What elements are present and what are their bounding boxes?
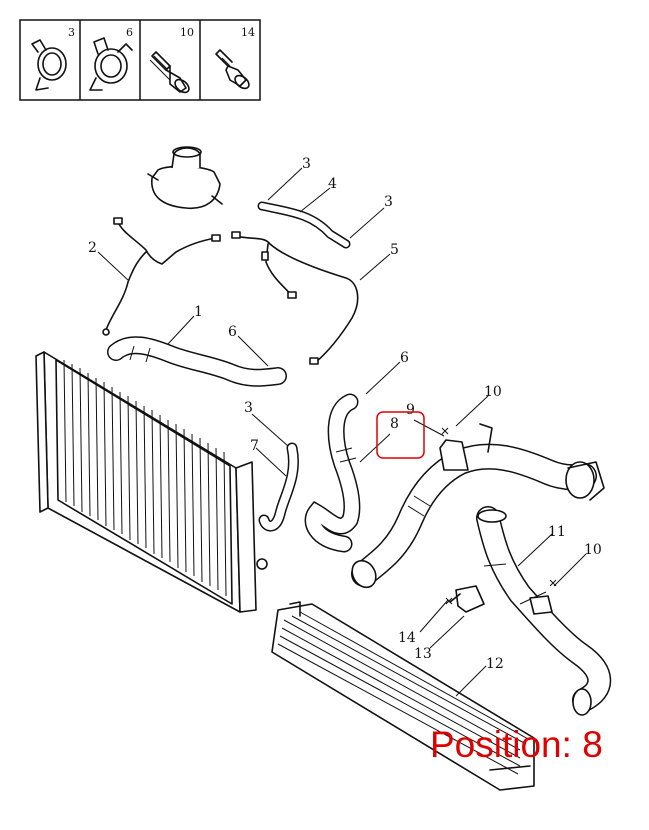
callout-12: 12: [486, 656, 504, 672]
hose-1: [107, 336, 287, 387]
stud-bolt-icon: [215, 49, 250, 90]
wiring-harness-2: [102, 217, 221, 336]
callout-2: 2: [88, 240, 97, 256]
callout-9: 9: [406, 402, 415, 418]
legend-boxes: 3 6 10 14: [19, 19, 261, 101]
position-highlight-box: [376, 411, 425, 459]
callout-14: 14: [398, 630, 416, 646]
position-caption: Position: 8: [430, 724, 603, 765]
hose-8: [304, 393, 361, 553]
callout-3: 3: [302, 156, 311, 172]
callout-3: 3: [244, 400, 253, 416]
intercooler-12: [271, 601, 535, 791]
callout-1: 1: [194, 304, 203, 320]
wiring-harness-5: [231, 231, 359, 365]
callout-numbers: 3 4 3 2 5 1 6 6 3 7 8 9 10 11 10 14 13 1…: [88, 156, 602, 672]
radiator: [35, 351, 268, 613]
flange-bolt-icon: [149, 51, 190, 94]
callout-13: 13: [414, 646, 432, 662]
callout-10: 10: [484, 384, 502, 400]
callout-4: 4: [328, 176, 337, 192]
hose-clamp-icon: [31, 39, 67, 91]
sensor-13: [449, 585, 485, 613]
callout-5: 5: [390, 242, 399, 258]
leader-lines: [97, 167, 587, 697]
hose-4: [257, 201, 351, 249]
spring-clamp-icon: [89, 37, 133, 91]
callout-11: 11: [548, 524, 566, 540]
callout-6: 6: [400, 350, 409, 366]
expansion-tank: [147, 146, 223, 209]
charge-pipe-11: [476, 506, 612, 716]
legend-number-3: 3: [68, 26, 75, 39]
callout-3: 3: [384, 194, 393, 210]
callout-7: 7: [250, 438, 259, 454]
charge-pipe-9: [351, 423, 605, 589]
legend-number-14: 14: [241, 26, 255, 39]
legend-number-10: 10: [180, 26, 194, 39]
legend-number-6: 6: [126, 26, 133, 39]
hose-7: [258, 442, 299, 532]
callout-8: 8: [390, 416, 399, 432]
callout-10: 10: [584, 542, 602, 558]
callout-6: 6: [228, 324, 237, 340]
